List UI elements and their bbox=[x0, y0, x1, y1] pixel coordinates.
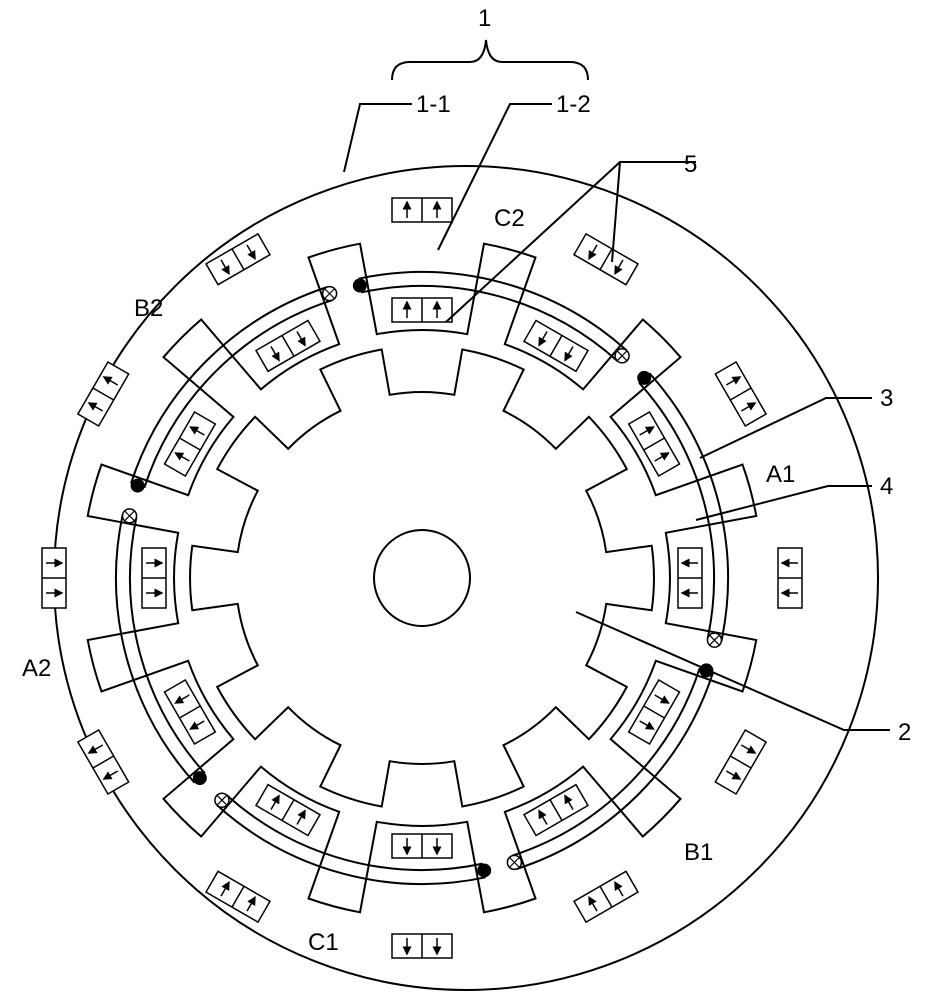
coil-band bbox=[115, 514, 196, 784]
phase-label-c1: C1 bbox=[308, 929, 339, 956]
conductor-cross bbox=[506, 854, 523, 871]
magnet-inner bbox=[677, 547, 703, 609]
magnet-inner bbox=[163, 678, 217, 746]
conductor-cross bbox=[214, 792, 230, 808]
leader-4 bbox=[695, 485, 872, 521]
magnet-inner bbox=[163, 410, 217, 478]
phase-label-c2: C2 bbox=[494, 205, 525, 232]
conductor-cross bbox=[121, 508, 138, 524]
leader-3 bbox=[699, 397, 872, 459]
label-1-2: 1-2 bbox=[556, 91, 591, 118]
stator-poles bbox=[86, 242, 758, 914]
windings bbox=[115, 271, 729, 885]
magnet-inner bbox=[254, 783, 322, 837]
magnet-outer bbox=[714, 360, 768, 428]
conductor-dot bbox=[477, 863, 492, 878]
label-5: 5 bbox=[684, 151, 697, 178]
coil-band bbox=[358, 271, 628, 352]
permanent-magnets bbox=[41, 197, 803, 959]
magnet-inner bbox=[522, 783, 590, 837]
magnet-inner bbox=[141, 547, 167, 609]
label-2: 2 bbox=[898, 719, 911, 746]
stator-inner-outline bbox=[86, 242, 758, 914]
rotor bbox=[189, 348, 655, 808]
coil-band bbox=[648, 372, 729, 642]
magnet-inner bbox=[627, 410, 681, 478]
phase-label-b2: B2 bbox=[134, 295, 163, 322]
leader-2 bbox=[575, 611, 890, 731]
magnet-outer bbox=[391, 933, 453, 959]
magnet-outer bbox=[572, 232, 640, 286]
magnet-outer bbox=[41, 547, 67, 609]
magnet-outer bbox=[714, 728, 768, 796]
coil-band bbox=[638, 381, 715, 639]
magnet-outer bbox=[204, 870, 272, 924]
coil-band bbox=[361, 285, 619, 362]
leader-lines bbox=[343, 39, 890, 731]
label-1: 1 bbox=[478, 5, 491, 32]
magnet-inner bbox=[522, 319, 590, 373]
magnet-outer bbox=[572, 870, 640, 924]
label-1-1: 1-1 bbox=[416, 91, 451, 118]
magnet-inner bbox=[254, 319, 322, 373]
magnet-outer bbox=[391, 197, 453, 223]
leader-1-2 bbox=[437, 103, 552, 251]
phase-label-a1: A1 bbox=[766, 461, 795, 488]
magnet-outer bbox=[76, 728, 130, 796]
coil-band bbox=[511, 667, 701, 857]
brace-1 bbox=[391, 39, 589, 81]
coil-band bbox=[129, 517, 206, 775]
conductor-cross bbox=[706, 632, 723, 648]
magnet-outer bbox=[777, 547, 803, 609]
coil-band bbox=[516, 672, 714, 870]
shaft bbox=[373, 529, 471, 627]
conductor-dot bbox=[637, 370, 652, 385]
coil-band bbox=[143, 299, 333, 489]
conductor-dot bbox=[130, 478, 145, 493]
label-3: 3 bbox=[880, 385, 893, 412]
magnet-inner bbox=[391, 297, 453, 323]
conductor-cross bbox=[614, 348, 630, 364]
conductor-cross bbox=[321, 285, 338, 302]
magnet-outer bbox=[76, 360, 130, 428]
phase-label-b1: B1 bbox=[684, 839, 713, 866]
coil-band bbox=[225, 794, 483, 871]
magnet-inner bbox=[627, 678, 681, 746]
coil-band bbox=[216, 804, 486, 885]
magnet-inner bbox=[391, 833, 453, 859]
magnet-outer bbox=[204, 232, 272, 286]
conductor-dot bbox=[352, 278, 367, 293]
conductor-dot bbox=[192, 771, 207, 786]
leader-1-1 bbox=[343, 103, 412, 173]
leader-5b bbox=[445, 161, 621, 323]
label-4: 4 bbox=[880, 473, 893, 500]
coil-band bbox=[130, 286, 328, 484]
phase-label-a2: A2 bbox=[22, 655, 51, 682]
